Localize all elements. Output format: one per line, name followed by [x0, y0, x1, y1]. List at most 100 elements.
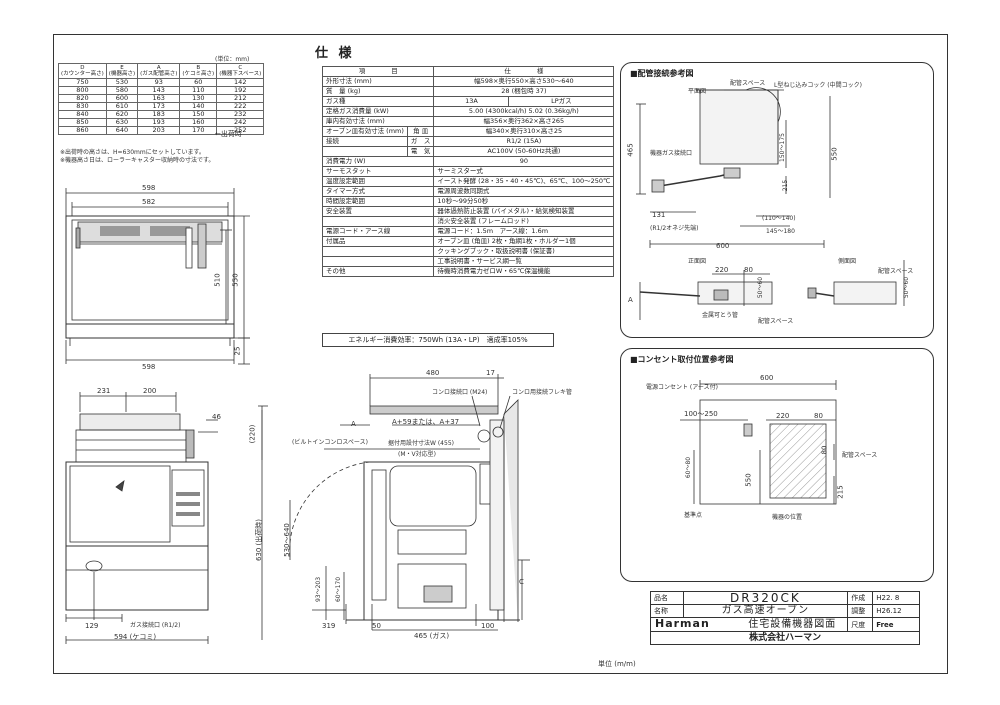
dim-129: 129	[85, 622, 99, 630]
model-number: DR320CK	[682, 591, 849, 605]
dim-17: 17	[486, 369, 495, 377]
revised-label: 調整	[847, 604, 874, 618]
drawing-type: 住宅設備機器図面	[748, 619, 837, 630]
dim-598-bottom: 598	[142, 363, 156, 371]
dim-100-250: 100～250	[684, 410, 718, 418]
height-table: D(カウンター高さ)E(機器高さ)A(ガス配管高さ)B(ケコミ高さ)C(機器下ス…	[58, 63, 265, 135]
scale-label: 尺度	[847, 617, 874, 632]
dim-215-pipe: 215	[782, 179, 790, 192]
spec-item: その他	[321, 266, 435, 277]
appliance-position: 機器の位置	[772, 514, 803, 521]
dim-465-pipe: 465	[626, 143, 635, 157]
harman-logo: Harman	[655, 617, 710, 630]
made-label: 作成	[847, 591, 874, 605]
factory-mark: ←出荷時	[215, 130, 242, 138]
dim-A: A	[351, 420, 356, 428]
piping-drawings	[636, 87, 905, 320]
company-name: 株式会社ハーマン	[649, 631, 921, 645]
unit-label: 単位 (m/m)	[598, 660, 636, 668]
height-header: E(機器高さ)	[105, 63, 139, 79]
dim-220-pipe: 220	[715, 266, 729, 274]
piping-panel	[620, 62, 934, 338]
pipe-space-3: 配管スペース	[878, 268, 914, 275]
dim-C: C	[519, 578, 524, 586]
dim-145-180: 145～180	[766, 228, 795, 235]
dim-480: 480	[426, 369, 440, 377]
spec-row: その他待機時消費電力ゼロW・65℃保温機能	[321, 266, 615, 277]
plan-view-label: 平面図	[688, 88, 707, 95]
dim-215-outlet: 215	[836, 485, 845, 499]
spec-title: 仕 様	[315, 46, 355, 61]
dim-630: 630 (出荷時)	[255, 518, 264, 562]
dim-110-140: (110～140)	[762, 215, 796, 222]
front-view	[65, 188, 250, 365]
dim-550: 550	[231, 273, 240, 287]
dim-231: 231	[97, 387, 111, 395]
mv-type: (M・V対応型)	[398, 451, 436, 458]
gas-connection-label: ガス接続口 (R1/2)	[130, 622, 181, 629]
dim-150-175: 150～175	[778, 133, 786, 162]
dim-550-pipe: 550	[830, 147, 839, 161]
height-cell: 252	[216, 126, 265, 135]
dim-60-170: 60～170	[335, 576, 343, 603]
dim-A-pipe: A	[628, 296, 633, 304]
metal-tube-label: 金属可とう管	[702, 312, 739, 319]
r12-label: (R1/2オネジ先端)	[650, 225, 699, 232]
outlet-pipe-space: 配管スペース	[842, 452, 878, 459]
conro-port: コンロ接続口 (M24)	[432, 389, 488, 396]
dim-100: 100	[481, 622, 495, 630]
dim-25: 25	[233, 346, 242, 356]
builtin-space: (ビルトインコンロスペース)	[292, 439, 368, 446]
reference-point: 基準点	[684, 512, 703, 519]
front-elevation-view	[65, 392, 218, 644]
dim-220: (220)	[248, 424, 257, 444]
pipe-space-1: 配管スペース	[730, 80, 766, 87]
height-note-2: ※機器高さ日は、ローラーキャスター収納時の寸法です。	[60, 157, 215, 164]
dim-A59: A+59または、A+37	[392, 418, 460, 426]
dim-60-80: 60～80	[685, 456, 693, 479]
cabinet-width: 据付用設付寸法W (455)	[388, 440, 454, 447]
dim-50-60-a: 50～60	[757, 276, 765, 299]
side-view-label: 側面図	[838, 258, 857, 265]
dim-50: 50	[372, 622, 381, 630]
dim-600-pipe: 600	[716, 242, 730, 250]
dim-600-outlet: 600	[760, 374, 774, 382]
name-label: 名称	[650, 604, 684, 618]
drawing-frame	[53, 34, 948, 674]
dim-319: 319	[322, 622, 336, 630]
dim-46: 46	[212, 413, 221, 421]
dim-50-60-b: 50～60	[903, 276, 911, 299]
dim-220-outlet: 220	[776, 412, 790, 420]
dim-131: 131	[652, 211, 666, 219]
spec-value: 待機時消費電力ゼロW・65℃保温機能	[433, 266, 615, 277]
dim-80b-outlet: 80	[820, 445, 829, 455]
gas-port-label: 機器ガス接続口	[650, 150, 693, 157]
outlet-panel-title: ■コンセント取付位置参考図	[630, 355, 734, 364]
dim-80-pipe: 80	[744, 266, 753, 274]
made-date: H22. 8	[872, 591, 921, 605]
dim-80-outlet: 80	[814, 412, 823, 420]
title-block: 品名 DR320CK 作成 H22. 8 名称 ガス高速オーブン 調整 H26.…	[649, 591, 921, 645]
height-cell: 640	[105, 126, 139, 135]
outlet-label: 電源コンセント (アース付)	[646, 384, 718, 391]
height-table-unit: (単位：mm)	[215, 56, 250, 63]
dim-200: 200	[143, 387, 157, 395]
front-view-label: 正面図	[688, 258, 707, 265]
pipe-space-2: 配管スペース	[758, 318, 794, 325]
outlet-drawings	[680, 380, 837, 505]
dim-465: 465 (ガス)	[414, 632, 450, 640]
height-cell: 203	[137, 126, 181, 135]
dim-550-outlet: 550	[744, 473, 753, 487]
energy-efficiency: エネルギー消費効率：750Wh (13A・LP) 適成率105%	[322, 333, 554, 347]
scale-value: Free	[872, 617, 921, 632]
model-label: 品名	[650, 591, 684, 605]
conro-tube: コンロ用接続フレキ管	[512, 389, 573, 396]
cock-label: L型ねじ込みコック (中間コック)	[774, 82, 862, 89]
dim-530-640: 530～640	[282, 523, 291, 557]
outlet-panel	[620, 348, 934, 582]
dim-598-top: 598	[142, 184, 156, 192]
